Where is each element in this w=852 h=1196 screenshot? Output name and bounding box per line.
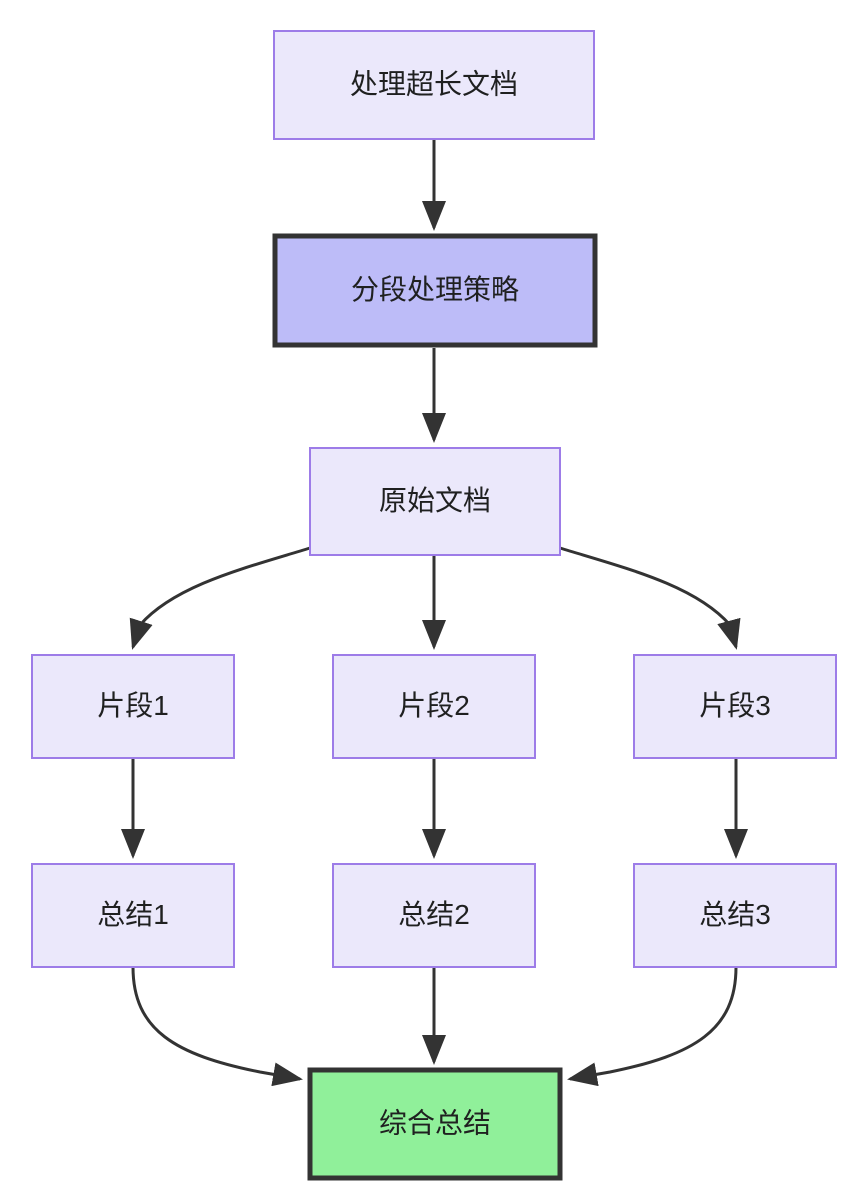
node-label-n7: 总结2 bbox=[398, 899, 470, 930]
node-box-n9[interactable] bbox=[307, 1067, 563, 1181]
node-label-n2: 原始文档 bbox=[379, 485, 491, 516]
node-box-n8[interactable] bbox=[633, 863, 837, 968]
node-label-n0: 处理超长文档 bbox=[350, 68, 518, 99]
edge-n8-to-n9 bbox=[567, 966, 738, 1087]
node-label-n4: 片段2 bbox=[398, 690, 470, 721]
node-n4[interactable]: 片段2 bbox=[332, 654, 536, 759]
node-n3[interactable]: 片段1 bbox=[31, 654, 235, 759]
node-label-n5: 片段3 bbox=[699, 690, 771, 721]
edge-n2-to-n3 bbox=[129, 546, 311, 650]
node-n1[interactable]: 分段处理策略 bbox=[272, 233, 598, 348]
node-label-n6: 总结1 bbox=[97, 899, 169, 930]
node-label-n8: 总结3 bbox=[699, 899, 771, 930]
edges-layer bbox=[121, 139, 748, 1087]
node-box-n5[interactable] bbox=[633, 654, 837, 759]
edge-n6-to-n9 bbox=[131, 966, 303, 1087]
node-box-n2[interactable] bbox=[309, 447, 561, 556]
node-box-n6[interactable] bbox=[31, 863, 235, 968]
node-label-n3: 片段1 bbox=[97, 690, 169, 721]
node-n5[interactable]: 片段3 bbox=[633, 654, 837, 759]
node-box-n3[interactable] bbox=[31, 654, 235, 759]
node-n9[interactable]: 综合总结 bbox=[307, 1067, 563, 1181]
node-box-n7[interactable] bbox=[332, 863, 536, 968]
node-n6[interactable]: 总结1 bbox=[31, 863, 235, 968]
node-n0[interactable]: 处理超长文档 bbox=[273, 30, 595, 140]
node-box-n4[interactable] bbox=[332, 654, 536, 759]
node-n7[interactable]: 总结2 bbox=[332, 863, 536, 968]
node-box-n1[interactable] bbox=[272, 233, 598, 348]
node-n2[interactable]: 原始文档 bbox=[309, 447, 561, 556]
node-label-n1: 分段处理策略 bbox=[351, 274, 519, 305]
node-n8[interactable]: 总结3 bbox=[633, 863, 837, 968]
node-box-n0[interactable] bbox=[273, 30, 595, 140]
edge-n2-to-n5 bbox=[559, 546, 741, 650]
node-label-n9: 综合总结 bbox=[379, 1107, 491, 1138]
